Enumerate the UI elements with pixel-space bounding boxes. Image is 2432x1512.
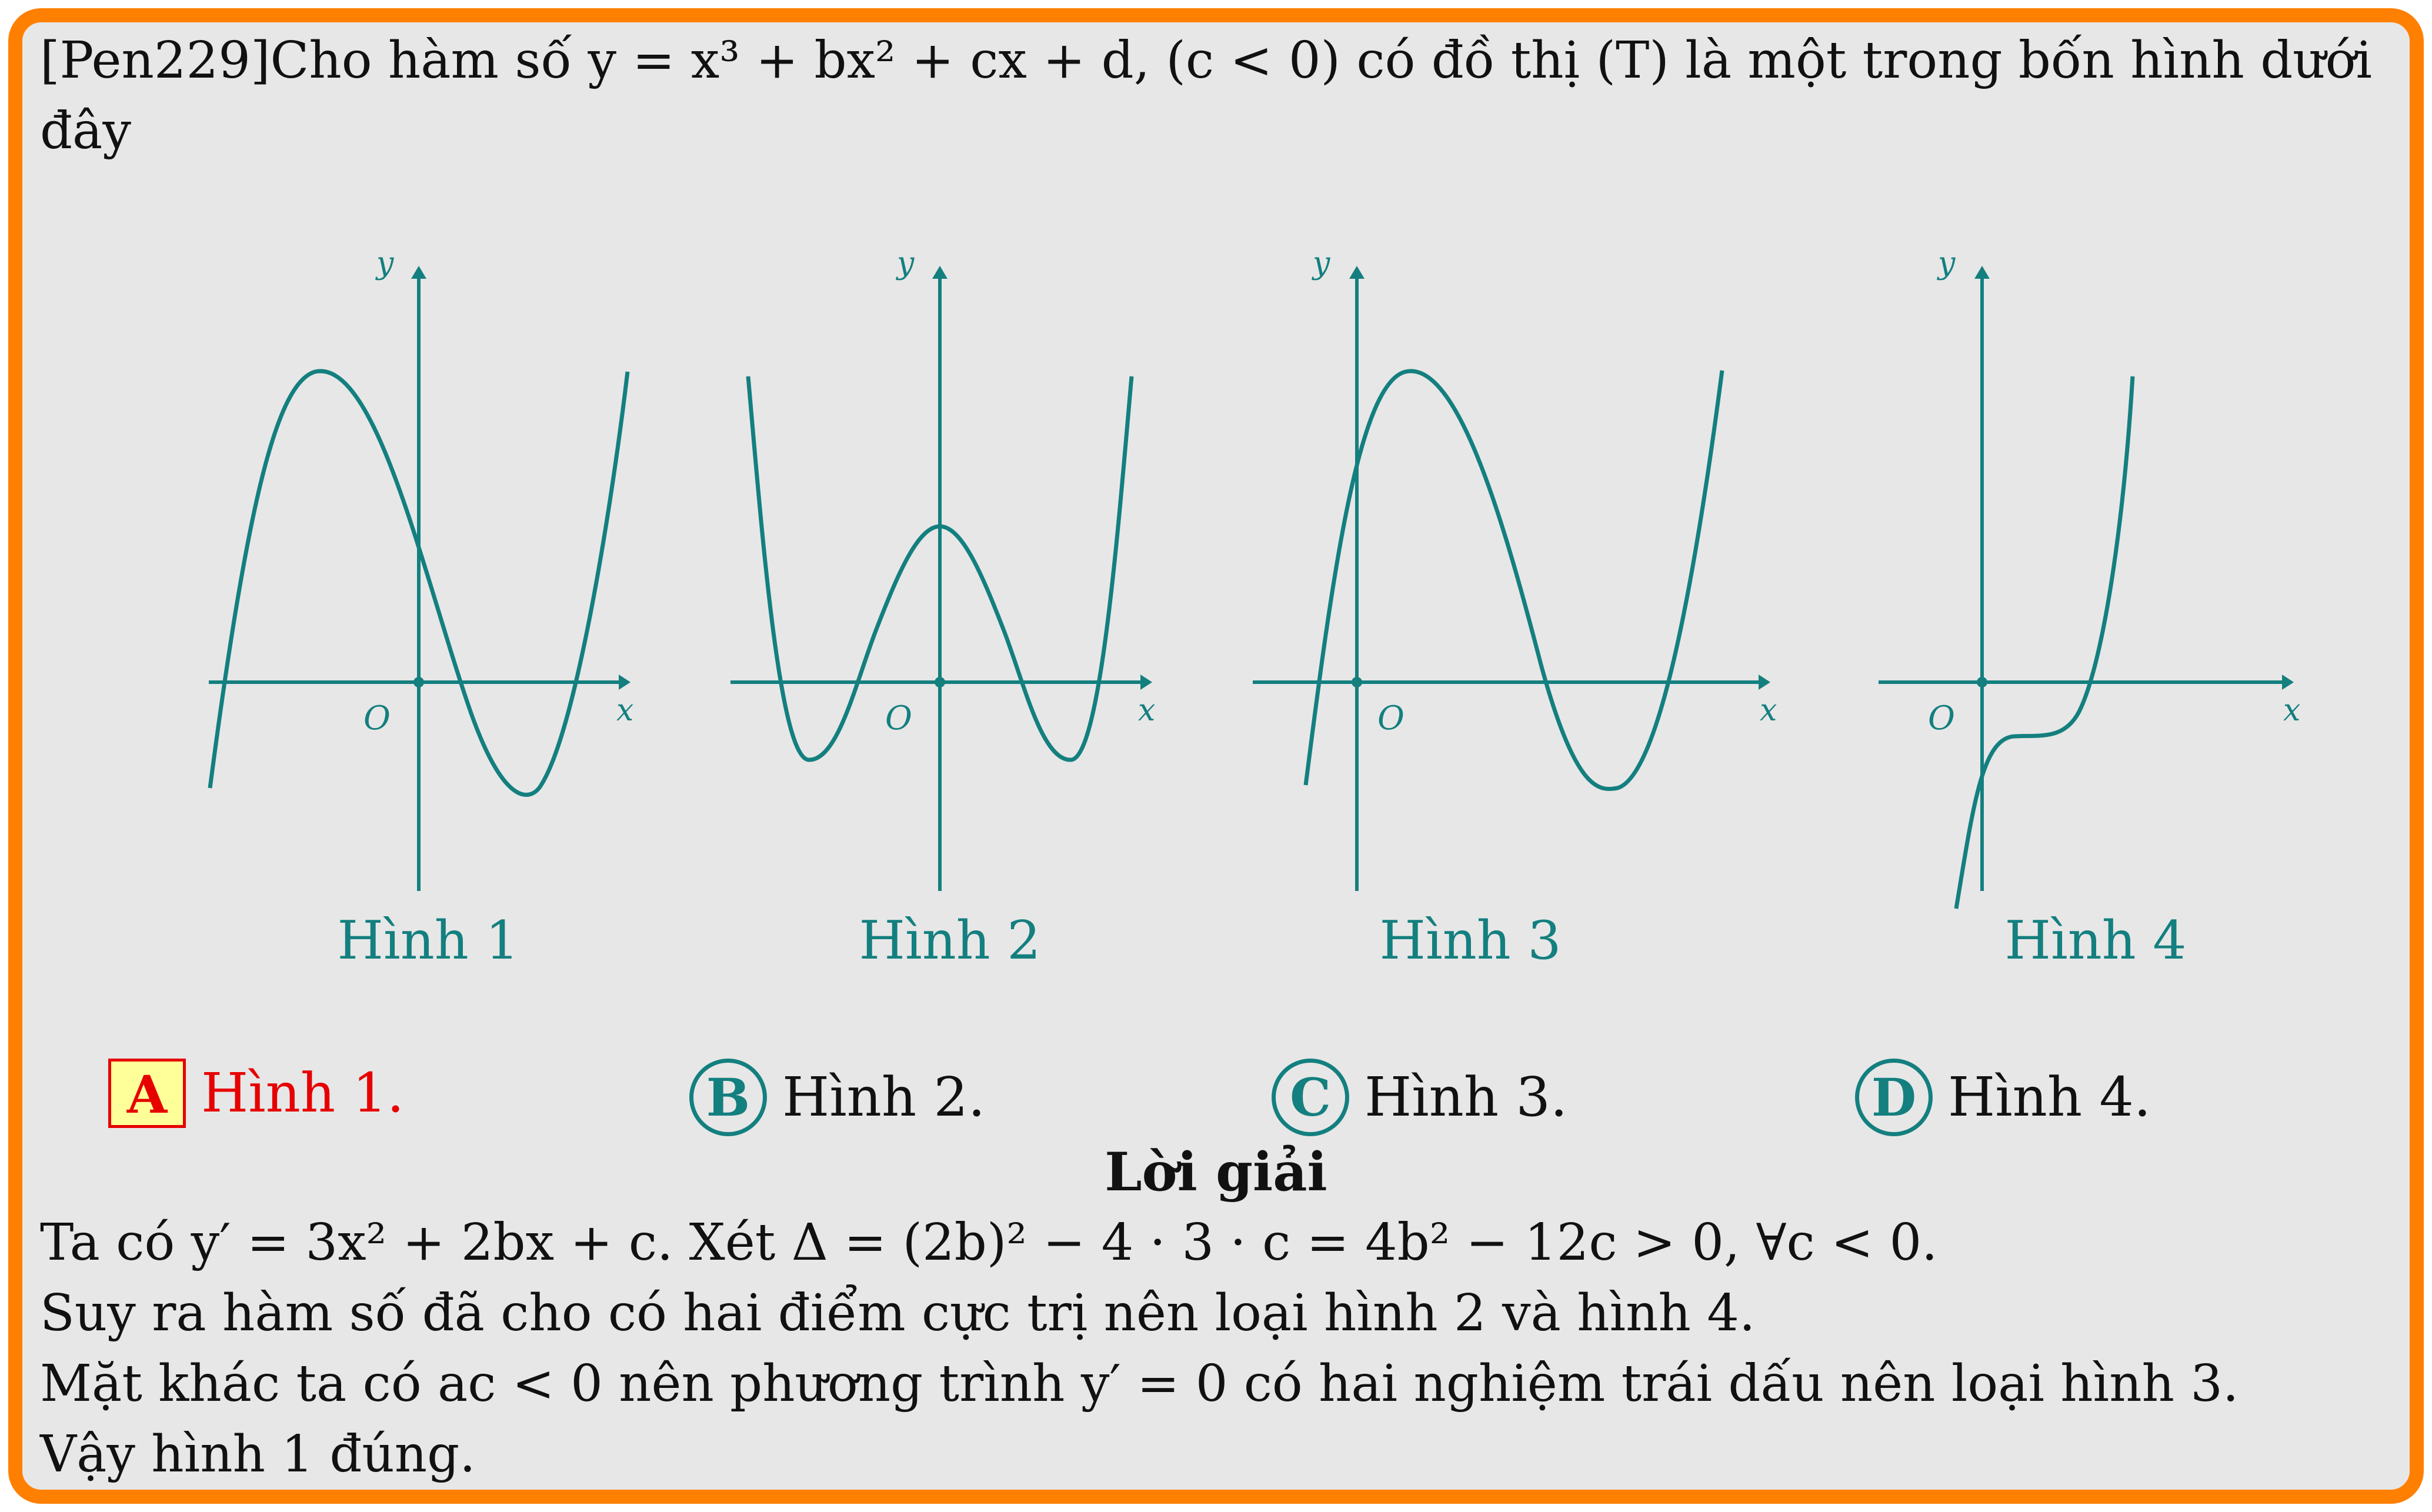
option-b-badge: B (689, 1059, 767, 1136)
graph-4: y x O Hình 4 (1879, 246, 2300, 972)
option-c-badge: C (1272, 1059, 1349, 1136)
graph-1-caption: Hình 1 (337, 910, 519, 972)
graph-4-x-label: x (2283, 693, 2300, 728)
graph-1-origin-label: O (363, 699, 391, 737)
graph-1-y-label: y (375, 246, 394, 281)
graph-1-y-arrow (411, 266, 426, 279)
graph-3-origin-label: O (1377, 699, 1405, 737)
solution-line-2: Suy ra hàm số đã cho có hai điểm cực trị… (40, 1284, 1756, 1343)
option-c-label: Hình 3. (1365, 1066, 1568, 1129)
option-c[interactable]: C Hình 3. (1272, 1059, 1567, 1136)
graph-4-origin-dot (1977, 677, 1987, 687)
graph-2-curve (746, 376, 1134, 762)
graph-3-caption: Hình 3 (1379, 910, 1561, 972)
graph-1-curve (208, 369, 630, 797)
graph-2-y-arrow (932, 266, 948, 279)
solution-title: Lời giải (1105, 1141, 1327, 1203)
graph-2-origin-dot (935, 677, 945, 687)
graph-4-origin-label: O (1928, 699, 1955, 737)
graph-4-caption: Hình 4 (2004, 910, 2186, 972)
question-line-2: đây (40, 102, 131, 161)
graph-2-x-label: x (1138, 693, 1155, 728)
solution-line-3: Mặt khác ta có ac < 0 nên phương trình y… (40, 1354, 2239, 1413)
graph-1-x-label: x (616, 693, 633, 728)
graph-3-y-arrow (1349, 266, 1365, 279)
graph-3: y x O Hình 3 (1253, 246, 1777, 972)
graph-4-curve (1954, 376, 2135, 909)
graph-2-x-arrow (1140, 675, 1152, 690)
graph-3-origin-dot (1352, 677, 1362, 687)
graph-1-x-arrow (619, 675, 630, 690)
graph-4-y-label: y (1937, 246, 1956, 281)
option-d-label: Hình 4. (1948, 1066, 2151, 1129)
question-line-1: [Pen229]Cho hàm số y = x³ + bx² + cx + d… (40, 31, 2372, 90)
graph-4-x-arrow (2282, 675, 2294, 690)
graph-3-x-label: x (1760, 693, 1777, 728)
option-a-label: Hình 1. (201, 1062, 405, 1124)
graph-3-y-label: y (1312, 246, 1330, 281)
graph-3-x-arrow (1759, 675, 1770, 690)
solution-line-1: Ta có y′ = 3x² + 2bx + c. Xét Δ = (2b)² … (40, 1213, 1938, 1272)
solution-line-4: Vậy hình 1 đúng. (40, 1425, 476, 1484)
option-a-badge: A (108, 1059, 186, 1128)
graph-2-caption: Hình 2 (859, 910, 1040, 972)
graph-2-y-label: y (896, 246, 915, 281)
question-panel (8, 8, 2424, 1504)
option-b-label: Hình 2. (782, 1066, 986, 1129)
graph-2-origin-label: O (885, 699, 912, 737)
option-d-badge: D (1855, 1059, 1933, 1136)
graph-1-origin-dot (413, 677, 424, 687)
graph-4-y-arrow (1974, 266, 1990, 279)
graph-1: y x O Hình 1 (208, 246, 633, 972)
graph-3-curve (1303, 369, 1724, 791)
graph-2: y x O Hình 2 (730, 246, 1155, 972)
